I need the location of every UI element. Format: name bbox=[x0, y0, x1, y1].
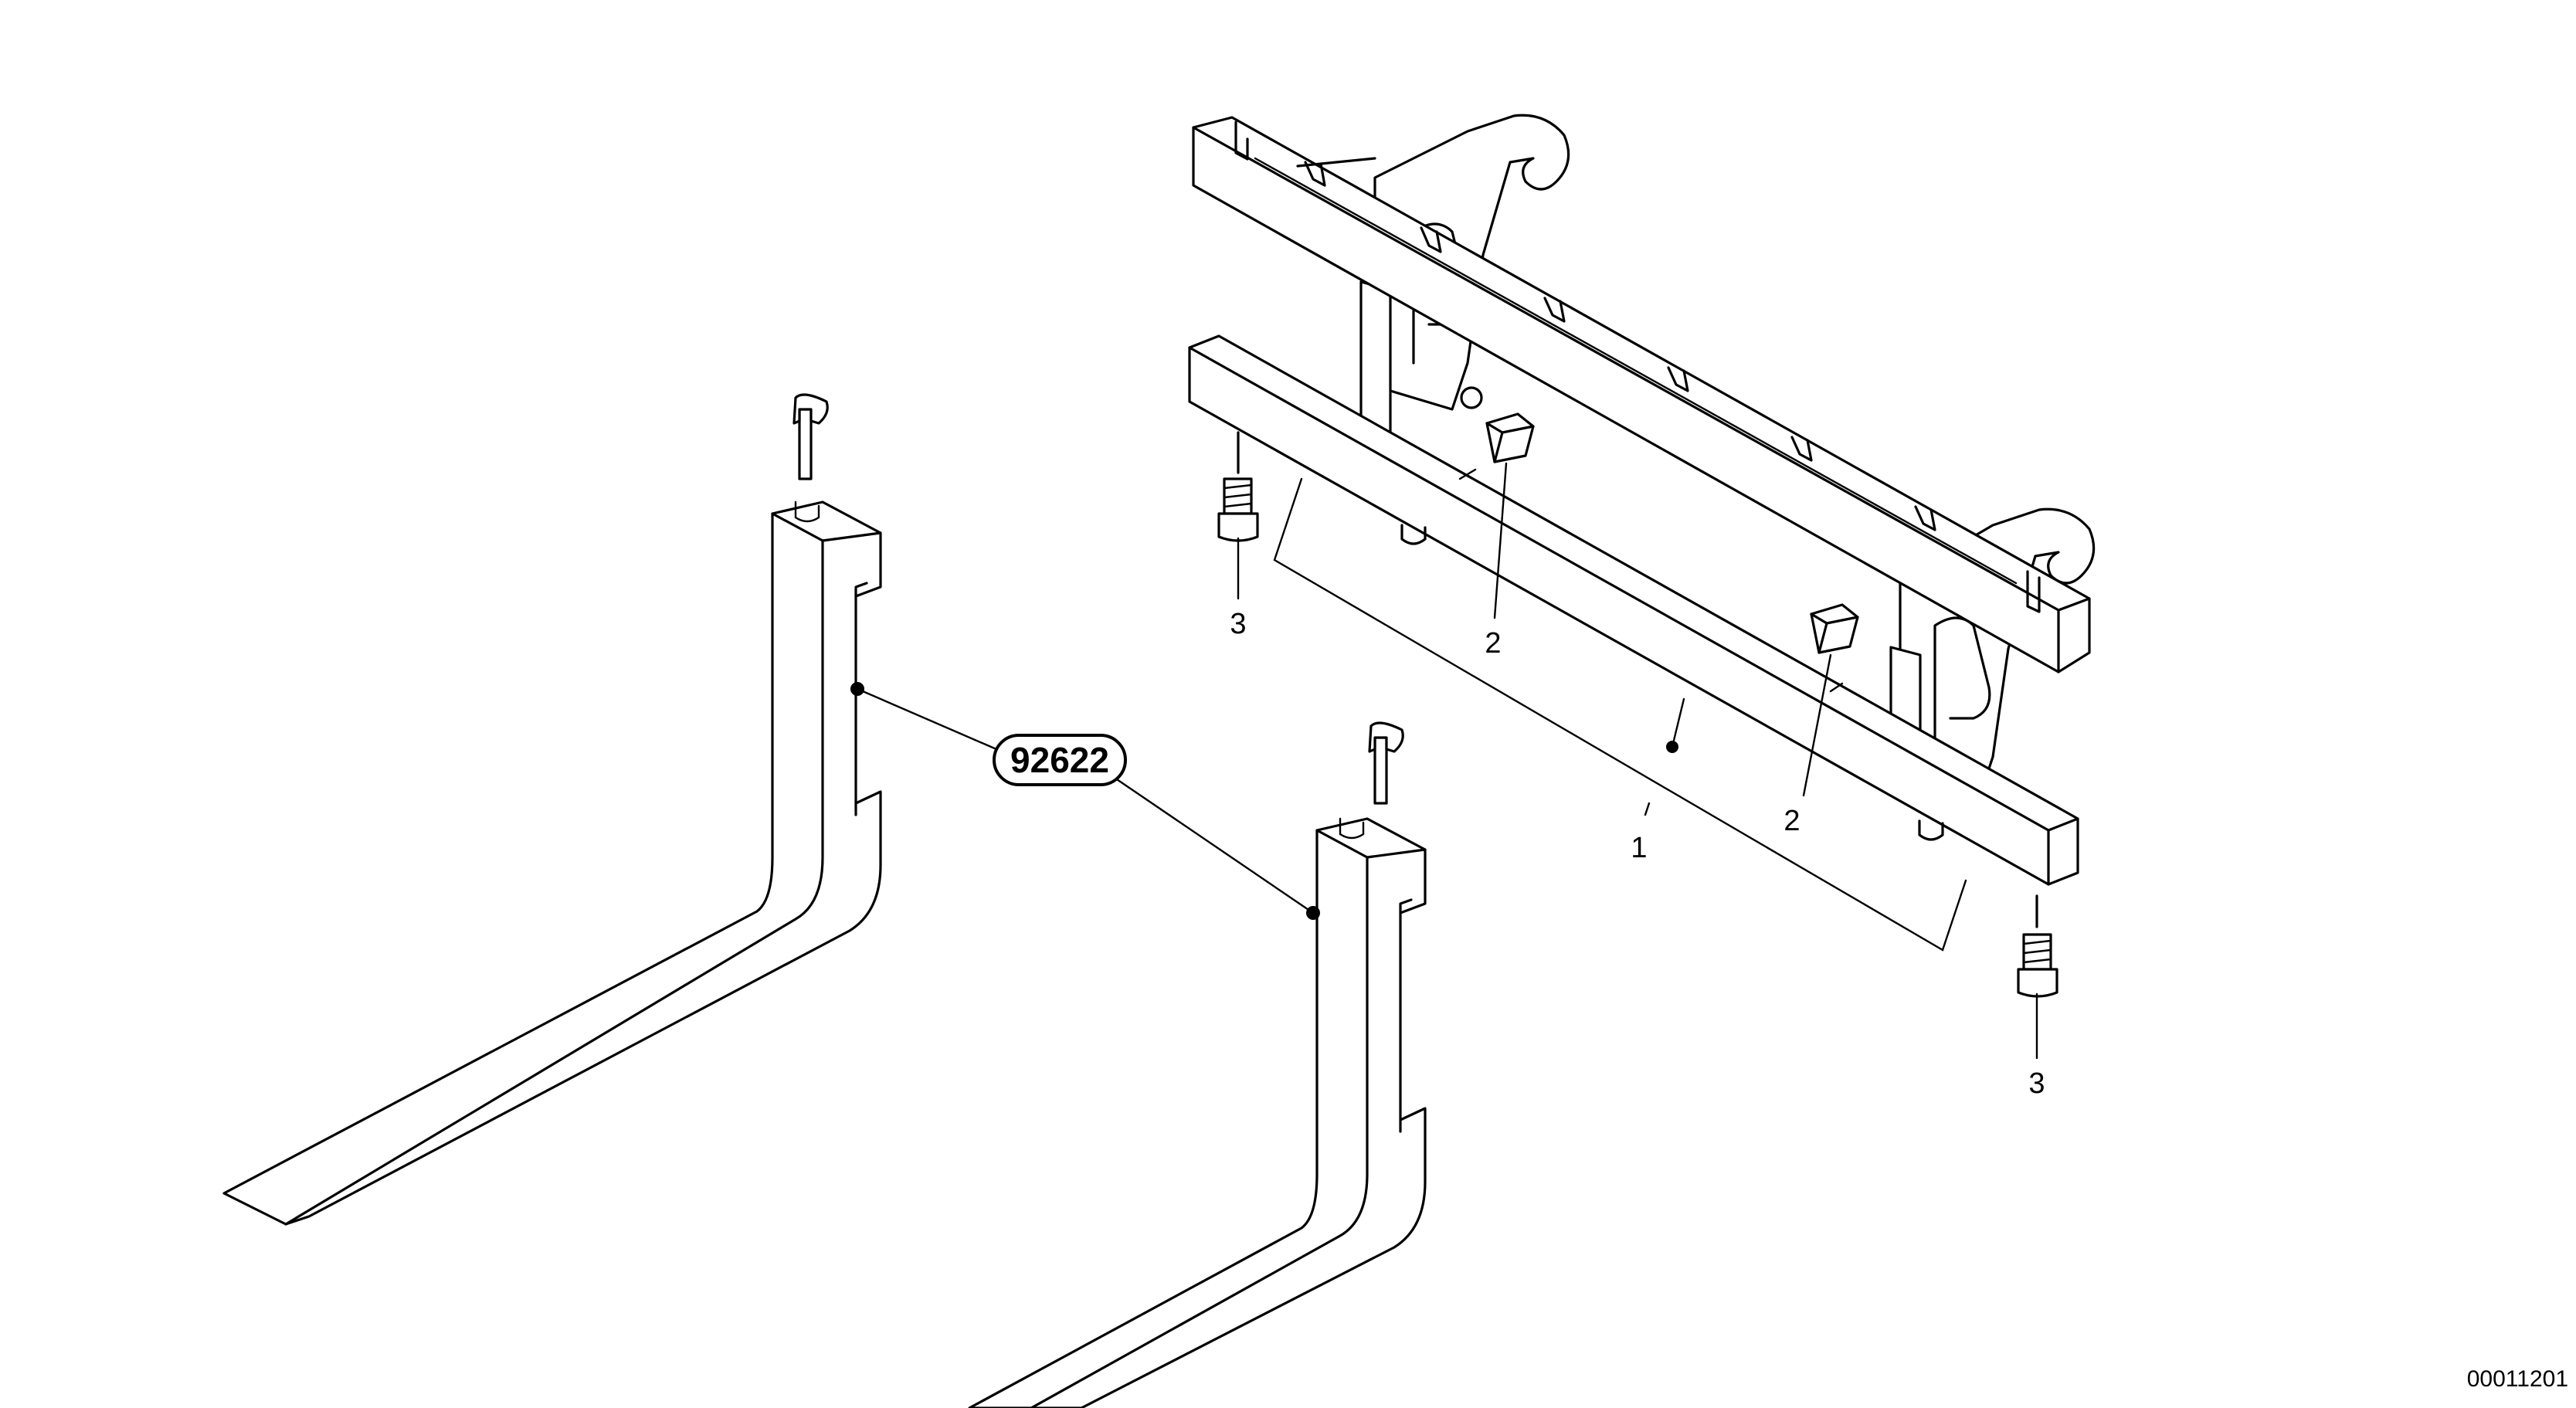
leader-lines bbox=[850, 462, 2038, 1060]
stop-block-right bbox=[1810, 603, 1859, 654]
figure-id: 00011201 bbox=[2467, 1366, 2568, 1392]
upper-rail bbox=[1192, 116, 2091, 673]
callout-bolt-right: 3 bbox=[2028, 1067, 2045, 1100]
stop-block-left bbox=[1485, 412, 1535, 463]
fork-reference-label: 92622 bbox=[1010, 740, 1109, 780]
bolt-right bbox=[2017, 894, 2058, 998]
callout-carriage: 1 bbox=[1631, 832, 1647, 864]
boss-left bbox=[1400, 524, 1427, 545]
callout-stop-block-left: 2 bbox=[1485, 627, 1501, 660]
bolt-left bbox=[1217, 431, 1259, 542]
locking-pin-right bbox=[1373, 736, 1388, 805]
fork-right bbox=[968, 721, 1427, 1408]
post-left bbox=[1359, 280, 1392, 438]
boss-right bbox=[1918, 819, 1944, 841]
locking-pin-left bbox=[798, 408, 813, 480]
fork-carriage bbox=[1188, 114, 2096, 998]
callout-stop-block-right: 2 bbox=[1784, 805, 1800, 837]
fork-reference-badge: 92622 bbox=[993, 734, 1127, 786]
lower-rail bbox=[1188, 334, 2079, 886]
fork-left bbox=[222, 393, 882, 1226]
callout-bolt-left: 3 bbox=[1230, 608, 1246, 640]
